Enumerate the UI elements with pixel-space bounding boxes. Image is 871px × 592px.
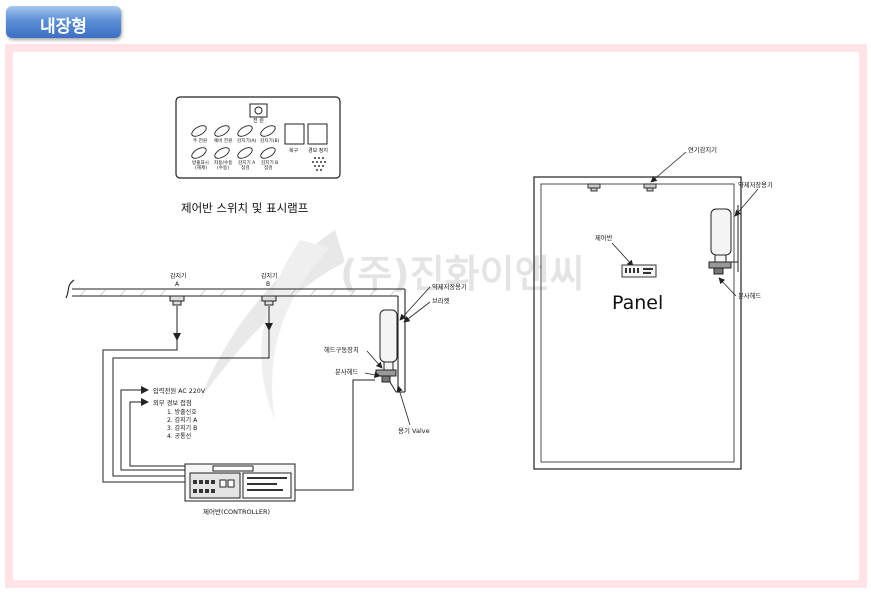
reset-label: 복구: [289, 148, 299, 154]
power-label: 전 원: [253, 117, 264, 124]
reset-switch: [284, 123, 305, 145]
wiring: [102, 306, 375, 491]
detector-b: [261, 295, 277, 306]
svg-text:감지기 B: 감지기 B: [261, 159, 278, 166]
controller-label: 제어반(CONTROLLER): [203, 507, 270, 516]
valve-label: 용기 Valve: [398, 426, 430, 435]
external-item-3: 3. 감지기 B: [167, 424, 197, 432]
power-lamp-icon: [254, 106, 263, 115]
switch-panel-caption: 제어반 스위치 및 표시램프: [181, 201, 308, 215]
agent-tank-left-label: 약제저장용기: [432, 282, 467, 291]
detector-a: [169, 295, 185, 306]
control-panel-box: [621, 264, 657, 278]
spray-head-left-label: 분사헤드: [335, 367, 358, 376]
lamp-row-2: [191, 147, 276, 159]
power-lamp: [249, 103, 268, 118]
agent-tank-right: [708, 205, 739, 275]
detector-a-letter: A: [175, 281, 180, 288]
head-actuator-label: 헤드구동장치: [324, 345, 359, 354]
agent-tank-left: [375, 309, 405, 393]
agent-tank-right-label: 약제저장용기: [738, 180, 773, 189]
detector-b-label: 감지기: [261, 272, 278, 280]
lamp-label-2: 예비 전원: [214, 137, 232, 144]
svg-text:방출표시: 방출표시: [192, 159, 209, 166]
content-panel: [13, 52, 859, 580]
control-panel-label: 제어반: [595, 233, 613, 242]
right-leaders: [611, 151, 759, 297]
power-input-label: 입력전원 AC 220V: [153, 386, 206, 395]
smoke-detectors: [587, 183, 657, 192]
smoke-detector-label: 연기감지기: [688, 145, 717, 154]
svg-text:(해제): (해제): [195, 164, 207, 171]
cabinet-panel: [533, 176, 742, 470]
controller-box: [184, 463, 296, 502]
lamp-label-3: 감지기(A): [237, 137, 257, 144]
svg-text:자동/수동: 자동/수동: [214, 159, 232, 166]
spray-head-right-label: 분사헤드: [738, 291, 761, 300]
lamp-row-1: [191, 125, 276, 137]
panel-label: Panel: [612, 292, 663, 314]
buzzer-stop-switch: [307, 123, 328, 145]
section-tab[interactable]: 내장형: [6, 6, 121, 38]
buzzer-stop-label: 경보 정지: [308, 147, 328, 154]
external-alarm-title: 외부 경보 접점: [153, 398, 192, 407]
left-leaders: [364, 286, 431, 426]
lamp-label-1: 주 전원: [193, 137, 207, 144]
detector-b-letter: B: [266, 281, 270, 288]
ceiling-hatch: [79, 288, 397, 297]
left-ceiling: [65, 279, 406, 393]
svg-text:점검: 점검: [264, 164, 272, 171]
detector-a-label: 감지기: [170, 272, 187, 280]
external-item-1: 1. 방출신호: [167, 408, 197, 416]
svg-text:감지기 A: 감지기 A: [238, 159, 256, 166]
bracket-label: 브라켓: [432, 296, 450, 305]
lamp-labels-row-2: 방출표시(해제) 자동/수동(수동) 감지기 A점검 감지기 B점검: [192, 159, 278, 171]
lamp-label-4: 감지기(B): [260, 137, 280, 144]
buzzer-speaker-icon: [312, 157, 326, 171]
section-title: 내장형: [40, 17, 87, 37]
svg-text:(수동): (수동): [217, 165, 229, 171]
svg-text:점검: 점검: [241, 164, 249, 171]
switch-panel: [175, 96, 341, 179]
external-item-2: 2. 감지기 A: [167, 416, 198, 424]
external-item-4: 4. 공통선: [167, 432, 191, 440]
